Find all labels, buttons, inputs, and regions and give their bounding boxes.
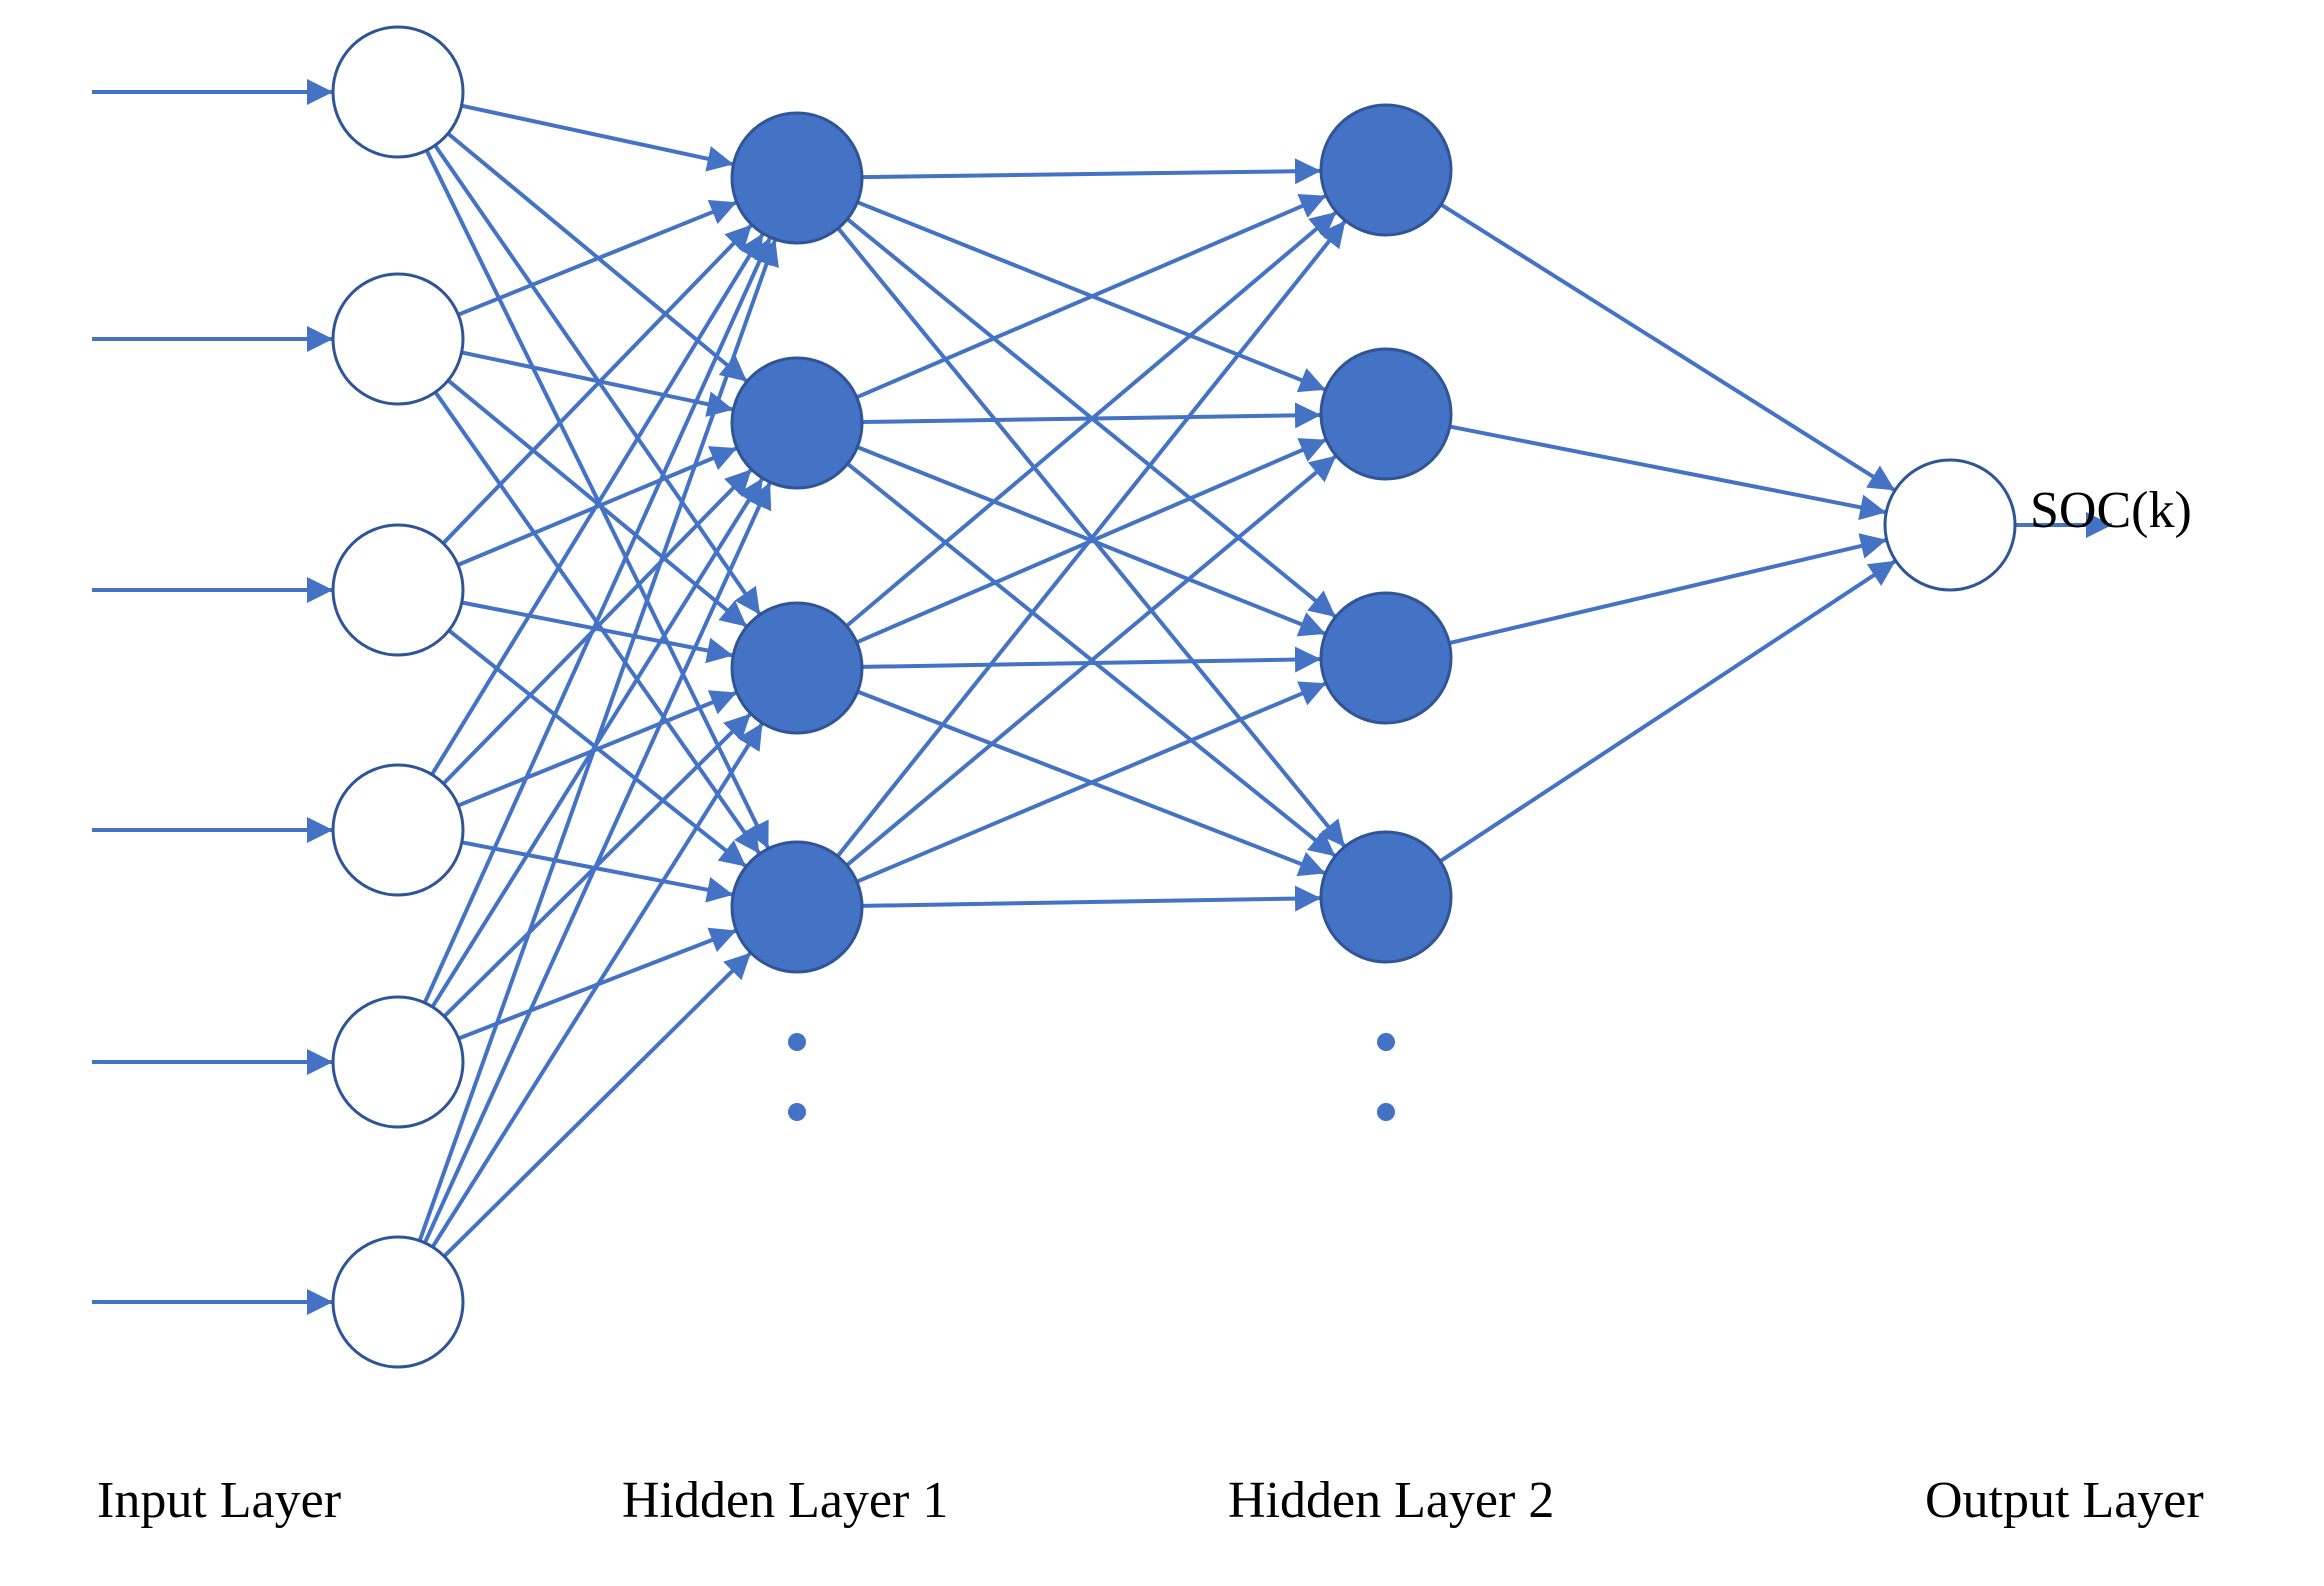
ellipsis-dot (1377, 1103, 1395, 1121)
output-node (1883, 458, 2017, 592)
connection-input-to-hidden1 (424, 149, 771, 850)
output-value-label: SOC(k) (2030, 482, 2192, 539)
connection-hidden1-to-hidden2 (836, 219, 1347, 858)
connection-hidden2-to-output (1439, 202, 1897, 493)
connection-input-to-hidden1 (461, 350, 734, 417)
connection-hidden1-to-hidden2 (845, 454, 1338, 867)
connection-hidden1-to-hidden2 (855, 193, 1328, 400)
hidden1-node (730, 601, 864, 735)
continuation-dots (788, 1033, 1395, 1121)
hidden1-node (730, 111, 864, 245)
connection-input-to-hidden1 (430, 721, 765, 1249)
input-node (331, 25, 465, 159)
input-node (331, 523, 465, 657)
ellipsis-dot (788, 1103, 806, 1121)
hidden2-node (1319, 347, 1453, 481)
hidden-layer-1-label: Hidden Layer 1 (622, 1472, 949, 1529)
input-layer-label: Input Layer (97, 1472, 342, 1529)
connection-hidden1-to-hidden2 (861, 885, 1322, 912)
connection-input-to-hidden1 (457, 690, 738, 808)
hidden2-node (1319, 830, 1453, 964)
input-node (331, 763, 465, 897)
connection-input-to-hidden1 (430, 232, 765, 776)
output-layer-label: Output Layer (1925, 1472, 2204, 1529)
connection-lines (92, 79, 2112, 1315)
hidden2-node (1319, 591, 1453, 725)
connection-input-to-hidden1 (461, 840, 734, 903)
hidden1-node (730, 840, 864, 974)
connection-input-to-hidden1 (441, 223, 754, 545)
ellipsis-dot (1377, 1033, 1395, 1051)
network-nodes (331, 25, 2017, 1369)
connection-input-to-hidden1 (417, 238, 779, 1242)
connection-hidden2-to-output (1449, 424, 1887, 521)
connection-input-to-hidden1 (457, 199, 738, 317)
connection-input-to-hidden1 (442, 951, 753, 1258)
hidden1-node (730, 356, 864, 490)
connection-hidden1-to-hidden2 (845, 210, 1338, 628)
input-node (331, 1235, 465, 1369)
hidden2-node (1319, 103, 1453, 237)
connection-hidden2-to-output (1439, 559, 1897, 863)
connection-input-to-hidden1 (422, 236, 773, 1004)
hidden-layer-2-label: Hidden Layer 2 (1228, 1472, 1555, 1529)
connection-input-to-hidden1 (423, 481, 772, 1244)
connection-hidden1-to-hidden2 (856, 681, 1327, 884)
input-node (331, 995, 465, 1129)
connection-input-to-hidden1 (442, 467, 753, 786)
input-node (331, 272, 465, 406)
connection-hidden1-to-hidden2 (861, 158, 1322, 185)
ellipsis-dot (788, 1033, 806, 1051)
connection-input-to-hidden1 (461, 103, 734, 172)
connection-hidden2-to-output (1448, 533, 1888, 646)
